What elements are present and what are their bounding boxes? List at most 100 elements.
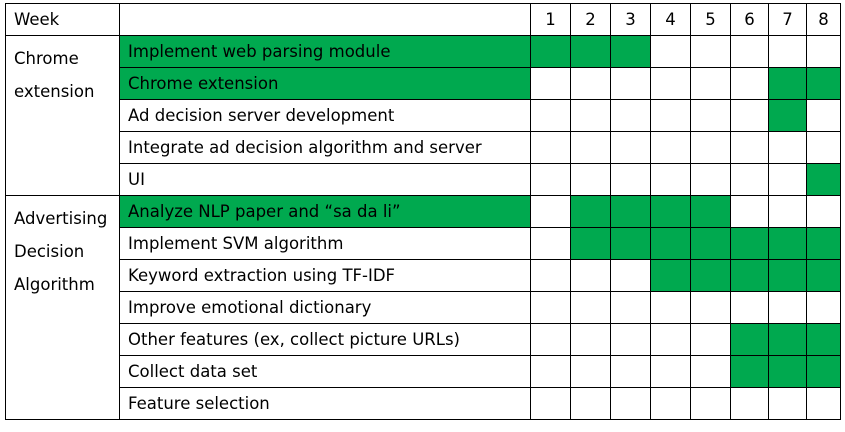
task-name: UI <box>119 163 531 196</box>
week-cell <box>730 67 769 100</box>
week-cell-active <box>768 355 807 388</box>
task-name: Collect data set <box>119 355 531 388</box>
week-cell <box>690 35 731 68</box>
table-row: Implement SVM algorithm <box>6 227 841 260</box>
week-cell <box>806 35 841 68</box>
week-cell <box>570 355 611 388</box>
task-name: Chrome extension <box>119 67 531 100</box>
week-cell-active <box>690 227 731 260</box>
week-cell <box>730 195 769 228</box>
week-cell <box>730 387 769 420</box>
week-number-3: 3 <box>610 3 651 36</box>
week-cell <box>768 35 807 68</box>
week-cell <box>730 99 769 132</box>
week-cell <box>650 99 691 132</box>
week-cell <box>650 291 691 324</box>
week-cell <box>530 227 571 260</box>
table-row: Improve emotional dictionary <box>6 291 841 324</box>
week-cell <box>530 131 571 164</box>
week-cell-active <box>806 227 841 260</box>
week-cell <box>690 323 731 356</box>
week-cell-active <box>570 195 611 228</box>
week-cell <box>570 387 611 420</box>
week-cell <box>570 67 611 100</box>
week-cell <box>570 163 611 196</box>
week-cell <box>690 67 731 100</box>
week-cell <box>570 99 611 132</box>
week-cell <box>690 291 731 324</box>
week-cell-active <box>570 227 611 260</box>
week-cell <box>768 131 807 164</box>
week-cell-active <box>650 195 691 228</box>
week-cell <box>730 163 769 196</box>
table-row: Integrate ad decision algorithm and serv… <box>6 131 841 164</box>
week-cell <box>768 163 807 196</box>
table-row: Feature selection <box>6 387 841 420</box>
week-cell <box>730 291 769 324</box>
week-cell-active <box>530 35 571 68</box>
week-cell-active <box>730 323 769 356</box>
table-row: Collect data set <box>6 355 841 388</box>
week-cell <box>650 67 691 100</box>
table-row: Ad decision server development <box>6 99 841 132</box>
table-row: Keyword extraction using TF-IDF <box>6 259 841 292</box>
week-cell <box>730 35 769 68</box>
week-cell <box>610 259 651 292</box>
week-cell-active <box>610 195 651 228</box>
week-cell <box>570 323 611 356</box>
week-cell-active <box>730 355 769 388</box>
table-row: Chrome extension <box>6 67 841 100</box>
week-cell <box>530 195 571 228</box>
week-cell <box>768 387 807 420</box>
task-header <box>119 3 531 36</box>
week-cell-active <box>730 227 769 260</box>
week-cell-active <box>610 35 651 68</box>
week-number-1: 1 <box>530 3 571 36</box>
task-name: Implement web parsing module <box>119 35 531 68</box>
week-cell <box>650 323 691 356</box>
week-cell-active <box>690 195 731 228</box>
week-cell <box>730 131 769 164</box>
week-cell <box>610 131 651 164</box>
week-cell <box>610 99 651 132</box>
week-cell <box>610 291 651 324</box>
week-cell <box>530 291 571 324</box>
week-number-4: 4 <box>650 3 691 36</box>
week-cell <box>650 387 691 420</box>
week-number-2: 2 <box>570 3 611 36</box>
week-cell-active <box>806 163 841 196</box>
week-cell-active <box>806 259 841 292</box>
week-cell-active <box>768 259 807 292</box>
week-cell <box>690 163 731 196</box>
week-cell-active <box>806 323 841 356</box>
week-cell <box>610 323 651 356</box>
week-cell <box>610 355 651 388</box>
week-cell-active <box>768 67 807 100</box>
task-name: Integrate ad decision algorithm and serv… <box>119 131 531 164</box>
week-cell <box>806 387 841 420</box>
week-cell-active <box>768 99 807 132</box>
week-cell <box>530 259 571 292</box>
week-cell <box>806 195 841 228</box>
week-cell <box>650 35 691 68</box>
week-cell <box>610 67 651 100</box>
week-cell <box>570 259 611 292</box>
week-number-7: 7 <box>768 3 807 36</box>
week-cell-active <box>570 35 611 68</box>
week-cell <box>768 195 807 228</box>
week-cell <box>690 99 731 132</box>
task-name: Ad decision server development <box>119 99 531 132</box>
week-cell <box>690 131 731 164</box>
task-name: Analyze NLP paper and “sa da li” <box>119 195 531 228</box>
week-cell <box>690 355 731 388</box>
week-cell <box>530 323 571 356</box>
task-name: Implement SVM algorithm <box>119 227 531 260</box>
week-cell-active <box>806 355 841 388</box>
task-name: Keyword extraction using TF-IDF <box>119 259 531 292</box>
week-number-5: 5 <box>690 3 731 36</box>
week-cell <box>806 131 841 164</box>
week-cell <box>610 387 651 420</box>
